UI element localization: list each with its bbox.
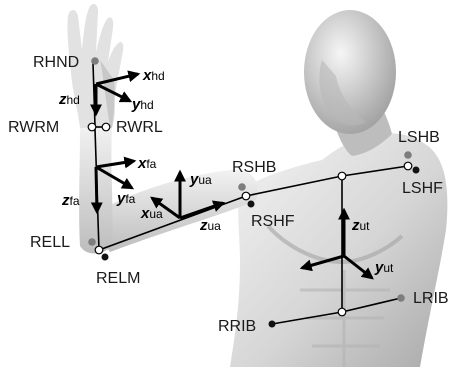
relm-marker (102, 254, 109, 261)
forearm-z-label: zfa (61, 192, 80, 209)
torso-z-label: zut (351, 217, 370, 234)
upper-arm-y-label: yua (189, 171, 212, 188)
forearm-x-label: xfa (137, 155, 157, 172)
human-figure (67, 4, 447, 367)
rshb-label: RSHB (232, 159, 276, 176)
hand-x-label: xhd (142, 67, 165, 84)
rshb-marker (238, 183, 246, 191)
rell-marker (88, 238, 96, 246)
rell-label: RELL (30, 234, 70, 251)
rrib-label: RRIB (218, 318, 256, 335)
lrib-marker (397, 294, 405, 302)
upper-arm-z-label: zua (199, 217, 221, 234)
lshoulder-joint (404, 162, 412, 170)
lrib-label: LRIB (413, 290, 449, 307)
torso-bottom-joint (338, 308, 346, 316)
rwrm-marker (88, 123, 96, 131)
rwrm-label: RWRM (8, 119, 59, 136)
rhnd-marker (91, 57, 99, 65)
lshb-marker (404, 151, 412, 159)
lshf-label: LSHF (402, 180, 443, 197)
torso-top-joint (338, 172, 346, 180)
upper-arm-x-label: xua (140, 205, 163, 222)
lshf-marker (413, 167, 420, 174)
rwrl-marker (102, 123, 110, 131)
forearm-y-label: yfa (116, 190, 136, 207)
hand-z-label: zhd (58, 91, 80, 108)
rhnd-label: RHND (33, 54, 79, 71)
rrib-marker (269, 321, 276, 328)
relm-label: RELM (96, 270, 140, 287)
rwrl-label: RWRL (116, 119, 163, 136)
rshf-marker (248, 201, 255, 208)
elbow-joint (95, 246, 103, 254)
hand-y-label: yhd (131, 96, 154, 113)
rshf-label: RSHF (251, 213, 295, 230)
shoulder-joint (242, 192, 250, 200)
lshb-label: LSHB (398, 129, 440, 146)
torso-y-label: yut (374, 259, 394, 276)
forearm-z-axis (96, 167, 97, 212)
